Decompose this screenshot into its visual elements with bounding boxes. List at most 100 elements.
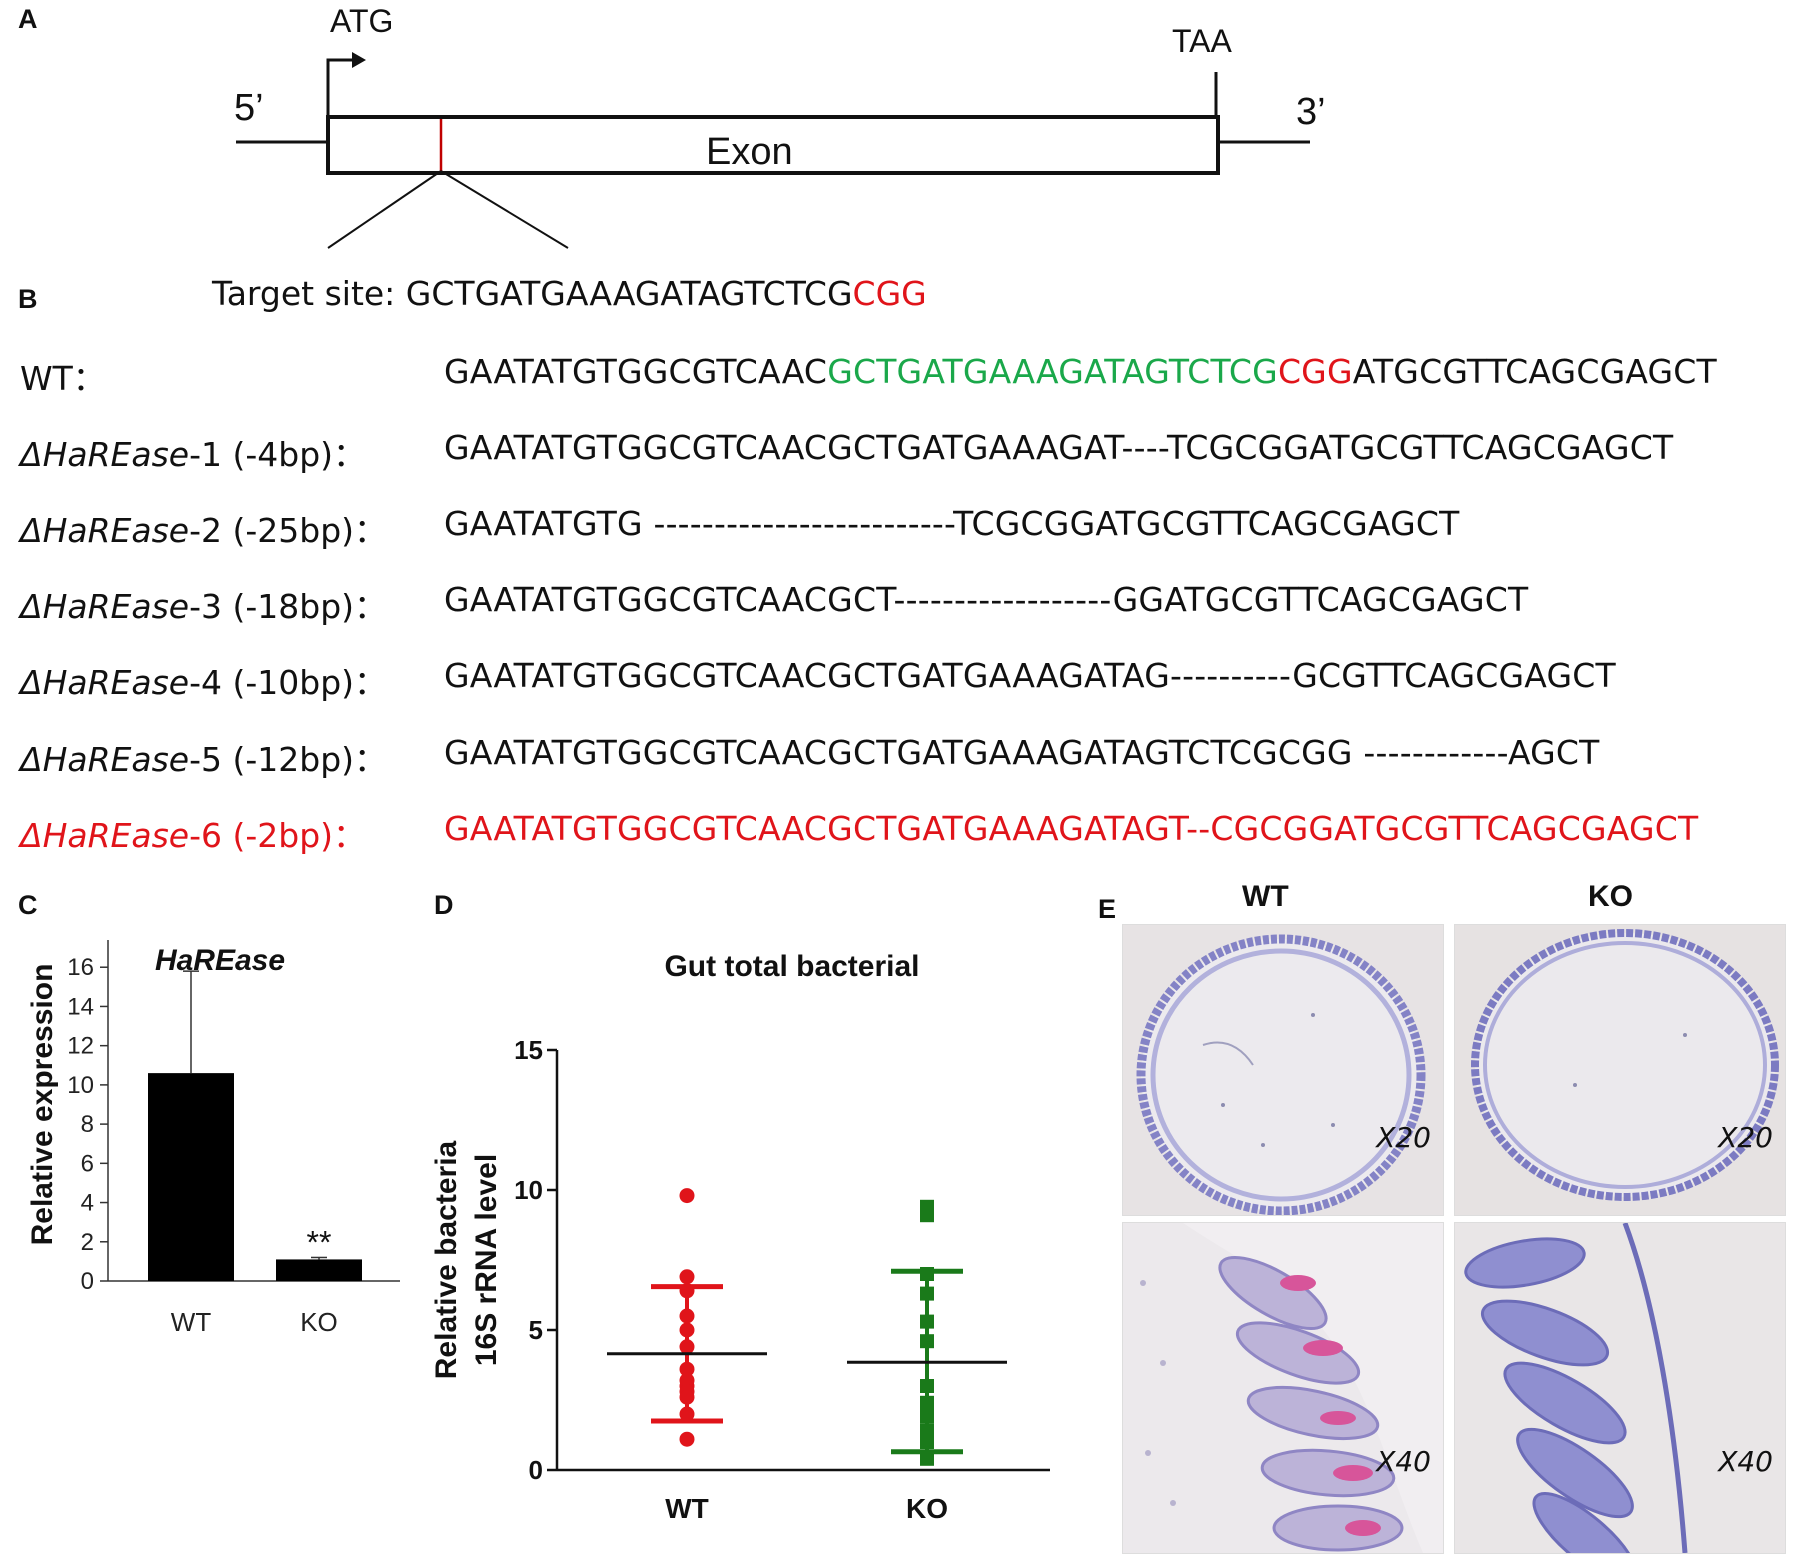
gene-structure-diagram: ATG TAA 5’ 3’ Exon bbox=[234, 3, 1326, 249]
mutant-sequence: GAATATGTGGCGTCAACGCTGATGAAAGATAGT--CGCGG… bbox=[444, 809, 1699, 848]
target-site-pam: CGG bbox=[852, 274, 927, 313]
significance-annotation: ** bbox=[307, 1224, 332, 1260]
y-tick-label: 4 bbox=[81, 1190, 94, 1217]
mutant-label: ΔHaREase-6 (-2bp)： bbox=[20, 809, 366, 857]
wt-seq-suffix: ATGCGTTCAGCGAGCT bbox=[1352, 352, 1717, 391]
mutant-label: ΔHaREase-4 (-10bp)： bbox=[20, 656, 387, 704]
arrow-head-icon bbox=[352, 52, 366, 68]
histology-col-wt-title: WT bbox=[1242, 880, 1289, 913]
chart-c-bar: HaREase024681012141618Relative expressio… bbox=[26, 940, 400, 1337]
wt-seq-target: GCTGATGAAAGATAGTCTCG bbox=[827, 352, 1278, 391]
mutant-gene-name: ΔHaREase bbox=[20, 511, 190, 550]
mutant-deletion-info: -1 (-4bp)： bbox=[189, 435, 367, 474]
panel-label-a: A bbox=[18, 4, 38, 34]
stop-codon-label: TAA bbox=[1172, 23, 1233, 59]
y-tick-label: 8 bbox=[81, 1111, 94, 1138]
mutant-sequence: GAATATGTGGCGTCAACGCT------------------GG… bbox=[444, 580, 1529, 619]
y-tick-label: 16 bbox=[67, 954, 94, 981]
data-point bbox=[920, 1267, 934, 1281]
y-axis-label: 16S rRNA level bbox=[470, 1154, 503, 1366]
wt-label: WT： bbox=[20, 359, 106, 398]
y-tick-label: 14 bbox=[67, 993, 94, 1020]
mutant-label: ΔHaREase-5 (-12bp)： bbox=[20, 733, 387, 781]
histology-ko-x20: X20 bbox=[1454, 924, 1786, 1216]
y-tick-label: 2 bbox=[81, 1229, 94, 1256]
mutant-label: ΔHaREase-2 (-25bp)： bbox=[20, 504, 387, 552]
histology-col-ko-title: KO bbox=[1588, 880, 1633, 913]
y-tick-label: 0 bbox=[81, 1268, 94, 1295]
gut-cross-section-icon bbox=[1471, 929, 1779, 1201]
mutant-gene-name: ΔHaREase bbox=[20, 587, 190, 626]
wt-sequence: GAATATGTGGCGTCAACGCTGATGAAAGATAGTCTCGCGG… bbox=[444, 352, 1717, 391]
panel-label-d: D bbox=[434, 890, 454, 920]
mutant-gene-name: ΔHaREase bbox=[20, 663, 190, 702]
target-site-line: Target site: GCTGATGAAAGATAGTCTCGCGG bbox=[212, 274, 927, 313]
x-tick-label: KO bbox=[300, 1307, 338, 1337]
data-point bbox=[679, 1389, 695, 1405]
wt-seq-pam: CGG bbox=[1277, 352, 1353, 391]
zoom-line-left bbox=[327, 170, 442, 249]
mag-label-ko-x20: X20 bbox=[1718, 1121, 1773, 1154]
target-site-sequence: GCTGATGAAAGATAGTCTCG bbox=[405, 274, 853, 313]
mutant-deletion-info: -5 (-12bp)： bbox=[189, 740, 388, 779]
mutant-deletion-info: -2 (-25bp)： bbox=[189, 511, 388, 550]
data-point bbox=[679, 1188, 695, 1204]
y-axis-label: Relative bacteria bbox=[430, 1140, 463, 1379]
mutant-sequence: GAATATGTGGCGTCAACGCTGATGAAAGAT----TCGCGG… bbox=[444, 428, 1674, 467]
data-point bbox=[920, 1286, 934, 1301]
y-tick-label: 0 bbox=[529, 1455, 543, 1485]
data-point bbox=[679, 1431, 695, 1447]
histology-ko-x40: X40 bbox=[1454, 1222, 1786, 1554]
panel-label-e: E bbox=[1098, 894, 1117, 924]
mutant-gene-name: ΔHaREase bbox=[20, 740, 190, 779]
gut-cross-section-icon bbox=[1136, 934, 1426, 1215]
exon-label: Exon bbox=[706, 131, 793, 173]
histology-wt-x20: X20 bbox=[1122, 924, 1444, 1216]
data-point bbox=[920, 1409, 934, 1424]
five-prime-label: 5’ bbox=[234, 87, 264, 129]
mutant-deletion-info: -3 (-18bp)： bbox=[189, 587, 388, 626]
mutant-deletion-info: -4 (-10bp)： bbox=[189, 663, 388, 702]
wt-seq-prefix: GAATATGTGGCGTCAAC bbox=[444, 352, 828, 391]
mag-label-ko-x40: X40 bbox=[1718, 1445, 1773, 1478]
y-tick-label: 5 bbox=[529, 1315, 543, 1345]
y-tick-label: 18 bbox=[67, 940, 94, 942]
mutant-sequence: GAATATGTG -------------------------TCGCG… bbox=[444, 504, 1460, 543]
data-point bbox=[920, 1334, 934, 1349]
x-tick-label: KO bbox=[906, 1493, 948, 1524]
start-arrow bbox=[326, 58, 352, 117]
mutant-label: ΔHaREase-3 (-18bp)： bbox=[20, 580, 387, 628]
histology-wt-x40: X40 bbox=[1122, 1222, 1444, 1554]
mag-label-wt-x20: X20 bbox=[1376, 1121, 1431, 1154]
y-tick-label: 12 bbox=[67, 1033, 94, 1060]
mutant-gene-name: ΔHaREase bbox=[20, 435, 190, 474]
data-point bbox=[679, 1361, 695, 1377]
mutant-label: ΔHaREase-1 (-4bp)： bbox=[20, 428, 366, 476]
mutant-sequence: GAATATGTGGCGTCAACGCTGATGAAAGATAGTCTCGCGG… bbox=[444, 733, 1600, 772]
data-point bbox=[679, 1269, 695, 1285]
panel-label-b: B bbox=[18, 284, 38, 314]
data-point bbox=[679, 1339, 695, 1355]
panel-label-c: C bbox=[18, 890, 38, 920]
data-point bbox=[679, 1308, 695, 1324]
y-axis-label: Relative expression bbox=[26, 964, 59, 1246]
data-point bbox=[920, 1451, 934, 1466]
data-point bbox=[920, 1379, 934, 1393]
y-tick-label: 10 bbox=[514, 1175, 543, 1205]
villi-closeup-icon bbox=[1464, 1223, 1688, 1553]
bar bbox=[148, 1073, 234, 1281]
x-tick-label: WT bbox=[171, 1307, 212, 1337]
target-site-label: Target site: bbox=[212, 274, 406, 313]
data-point bbox=[920, 1423, 934, 1438]
y-tick-label: 15 bbox=[514, 1035, 543, 1065]
y-tick-label: 6 bbox=[81, 1150, 94, 1177]
mag-label-wt-x40: X40 bbox=[1376, 1445, 1431, 1478]
data-point bbox=[679, 1322, 695, 1338]
villi-closeup-icon bbox=[1140, 1223, 1443, 1553]
data-point bbox=[679, 1283, 695, 1299]
mutant-gene-name: ΔHaREase bbox=[20, 816, 190, 855]
exon-box bbox=[326, 115, 1220, 175]
x-tick-label: WT bbox=[665, 1493, 709, 1524]
y-tick-label: 10 bbox=[67, 1072, 94, 1099]
